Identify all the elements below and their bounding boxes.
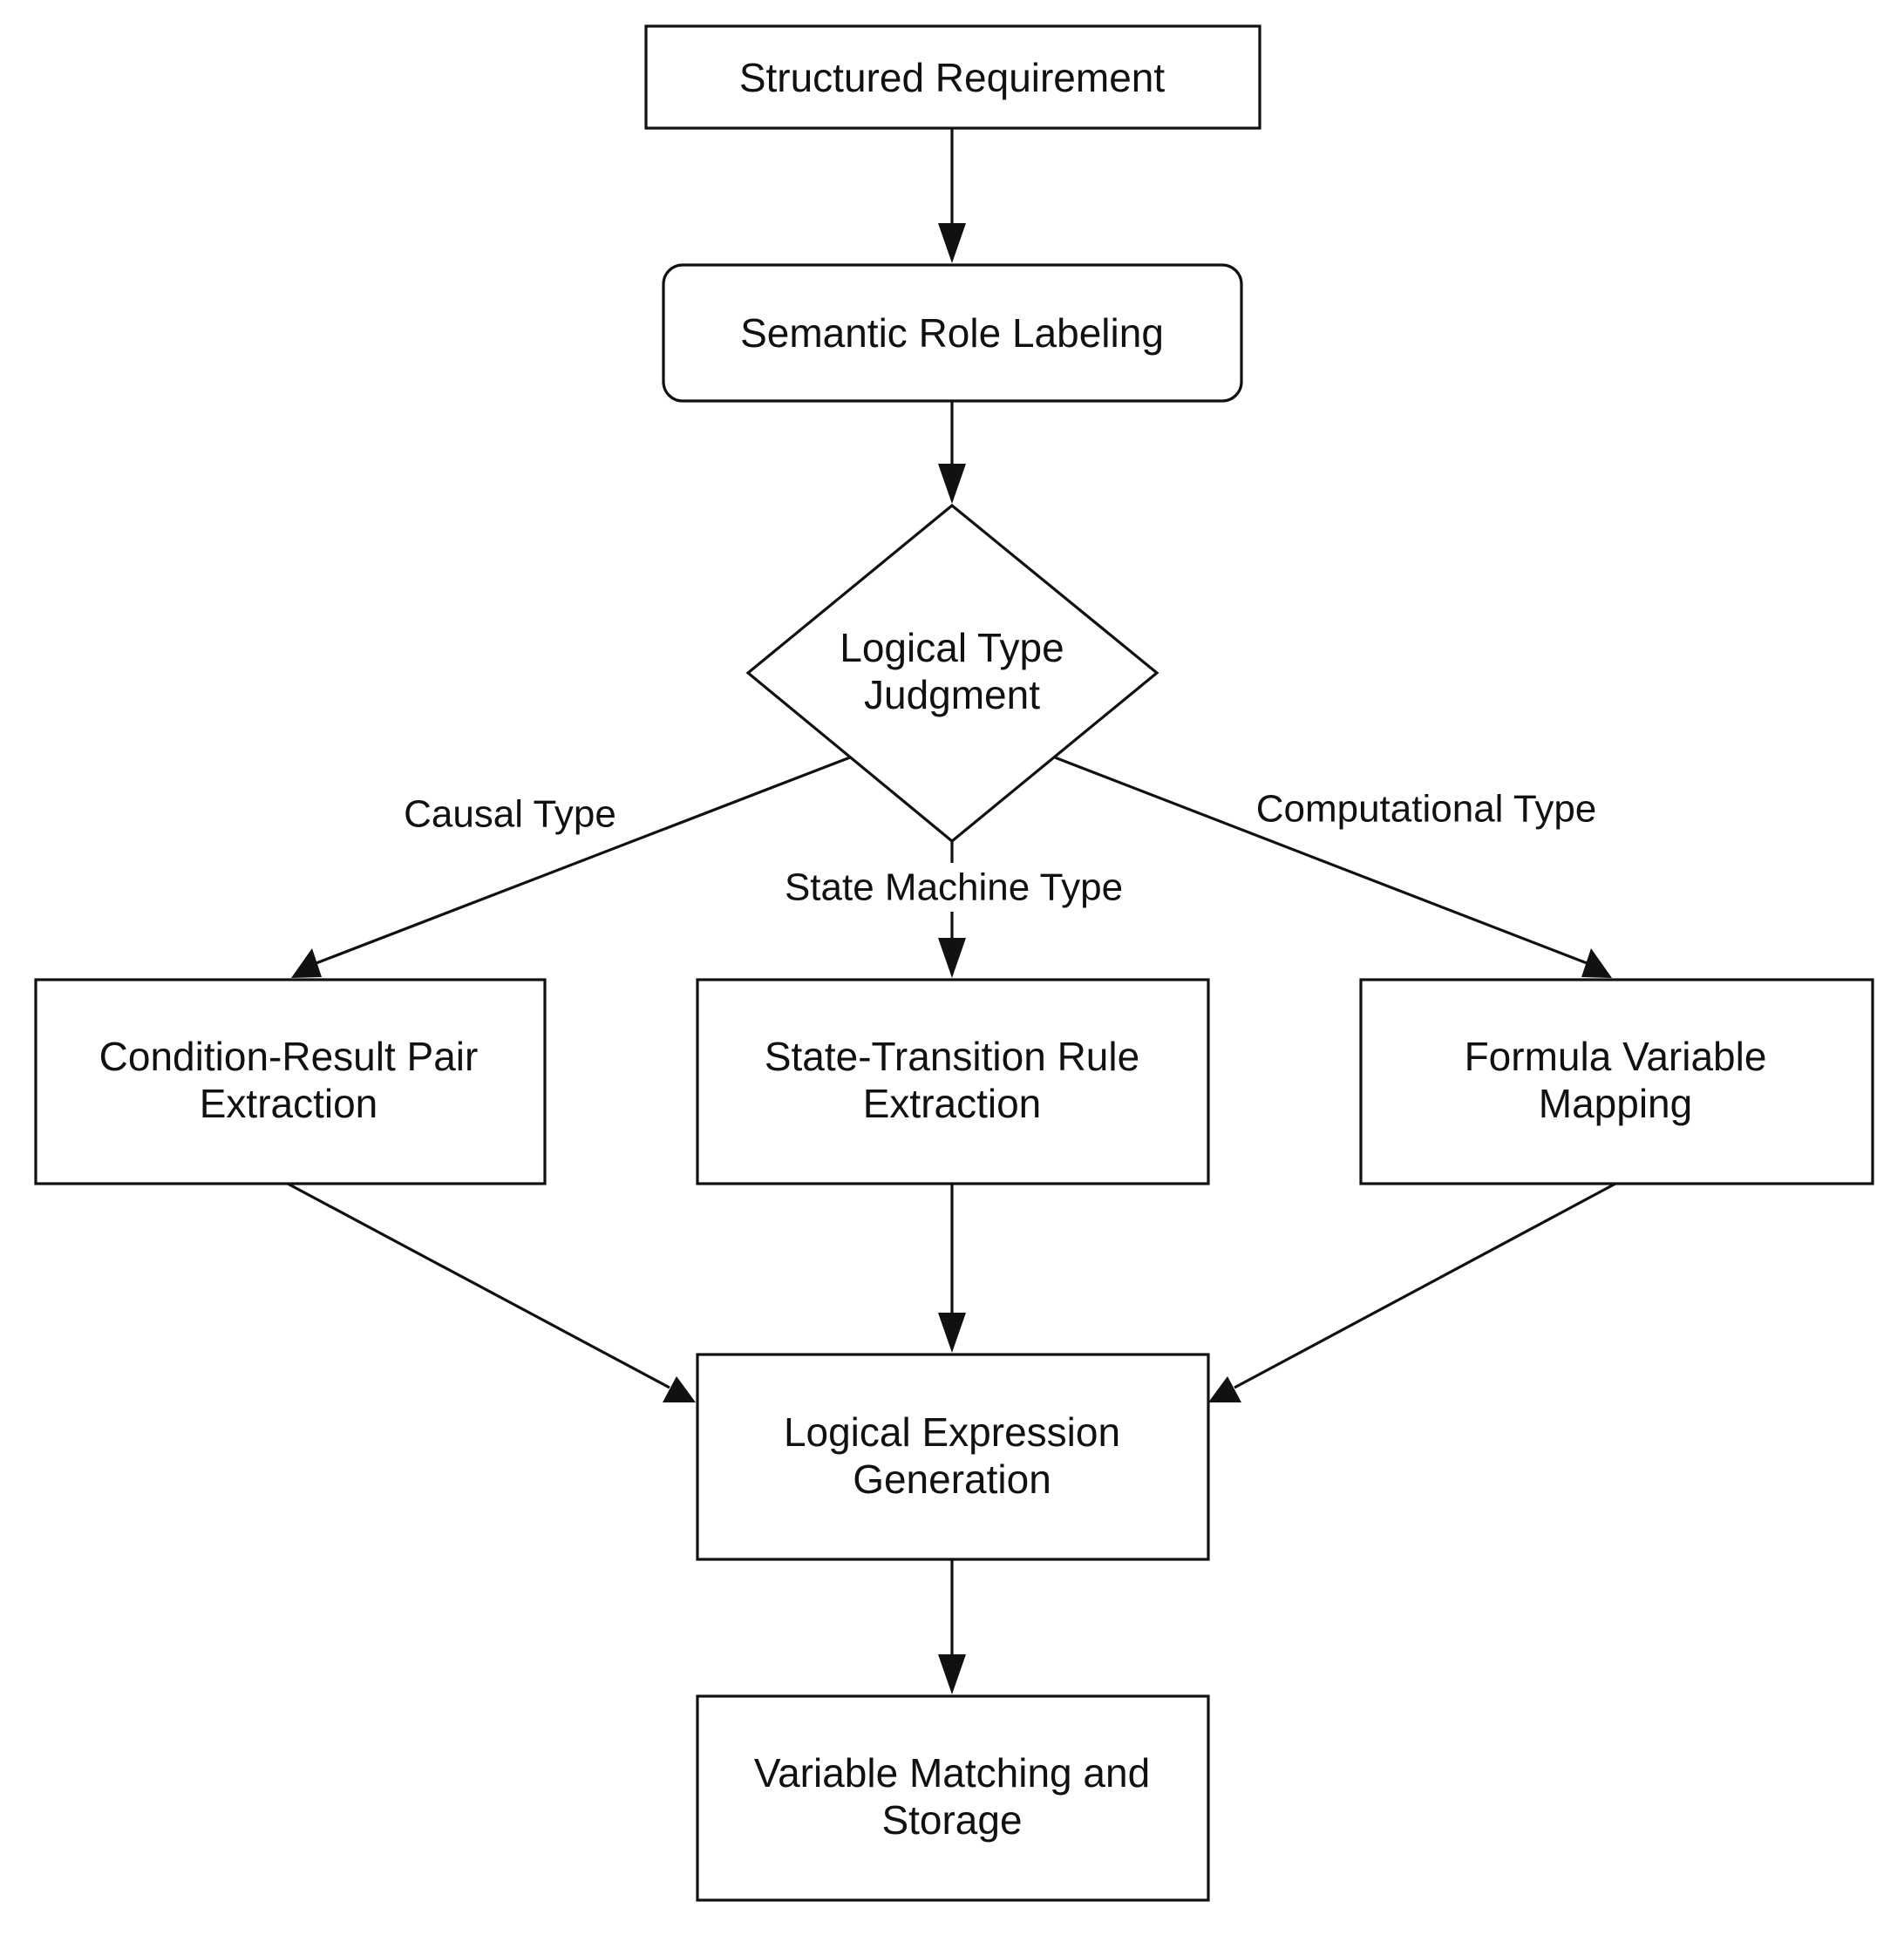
process-box [644,24,1261,130]
node-state-transition-rule-extraction: State-Transition Rule Extraction [696,978,1210,1185]
edge-formula-to-expression [1234,1182,1616,1389]
arrowhead-expression-left [663,1376,696,1402]
node-label-line-1: Condition-Result Pair [99,1034,479,1079]
node-label-line-2: Storage [881,1797,1022,1843]
node-label-line-2: Mapping [1539,1081,1692,1126]
node-logical-type-judgment: Logical Type Judgment [745,503,1159,844]
edge-labels: Causal Type State Machine Type Computati… [404,788,1597,912]
node-label: Structured Requirement [739,55,1166,100]
arrowhead-expression-right [1208,1376,1241,1402]
node-logical-expression-generation: Logical Expression Generation [696,1353,1210,1561]
node-label-line-2: Extraction [200,1081,378,1126]
node-structured-requirement: Structured Requirement [644,24,1261,130]
node-label-line-1: Formula Variable [1465,1034,1767,1079]
node-label-line-1: Logical Expression [784,1409,1120,1455]
process-box [34,978,547,1185]
rounded-process-box [662,263,1243,403]
edge-label-causal: Causal Type [404,793,616,836]
node-label-line-2: Extraction [863,1081,1042,1126]
process-box [1359,978,1874,1185]
edge-label-background [767,863,1137,912]
edge-label-computational: Computational Type [1256,788,1597,831]
node-formula-variable-mapping: Formula Variable Mapping [1359,978,1874,1185]
edge-judgment-to-formula [1054,756,1595,968]
edge-condition-to-expression [287,1182,670,1389]
arrowhead-state [938,938,966,978]
decision-diamond [745,503,1159,844]
node-label-line-1: Variable Matching and [754,1750,1150,1796]
arrowhead-judgment [938,464,966,504]
arrowhead-matching [938,1654,966,1694]
arrowhead-semantic [938,223,966,263]
arrowhead-condition [291,948,322,978]
node-label-line-2: Generation [853,1456,1051,1502]
node-variable-matching-and-storage: Variable Matching and Storage [696,1694,1210,1902]
node-label-line-1: Logical Type [840,625,1064,670]
edges [287,128,1616,1694]
edge-label-state-machine: State Machine Type [785,866,1123,909]
edge-judgment-to-condition [309,756,851,968]
node-semantic-role-labeling: Semantic Role Labeling [662,263,1243,403]
node-label: Semantic Role Labeling [740,310,1164,356]
process-box [696,1694,1210,1902]
arrowhead-expression-center [938,1313,966,1353]
process-box [696,978,1210,1185]
process-box [696,1353,1210,1561]
node-condition-result-pair-extraction: Condition-Result Pair Extraction [34,978,547,1185]
node-label-line-1: State-Transition Rule [765,1034,1139,1079]
arrowhead-formula [1581,948,1612,978]
node-label-line-2: Judgment [864,672,1040,717]
